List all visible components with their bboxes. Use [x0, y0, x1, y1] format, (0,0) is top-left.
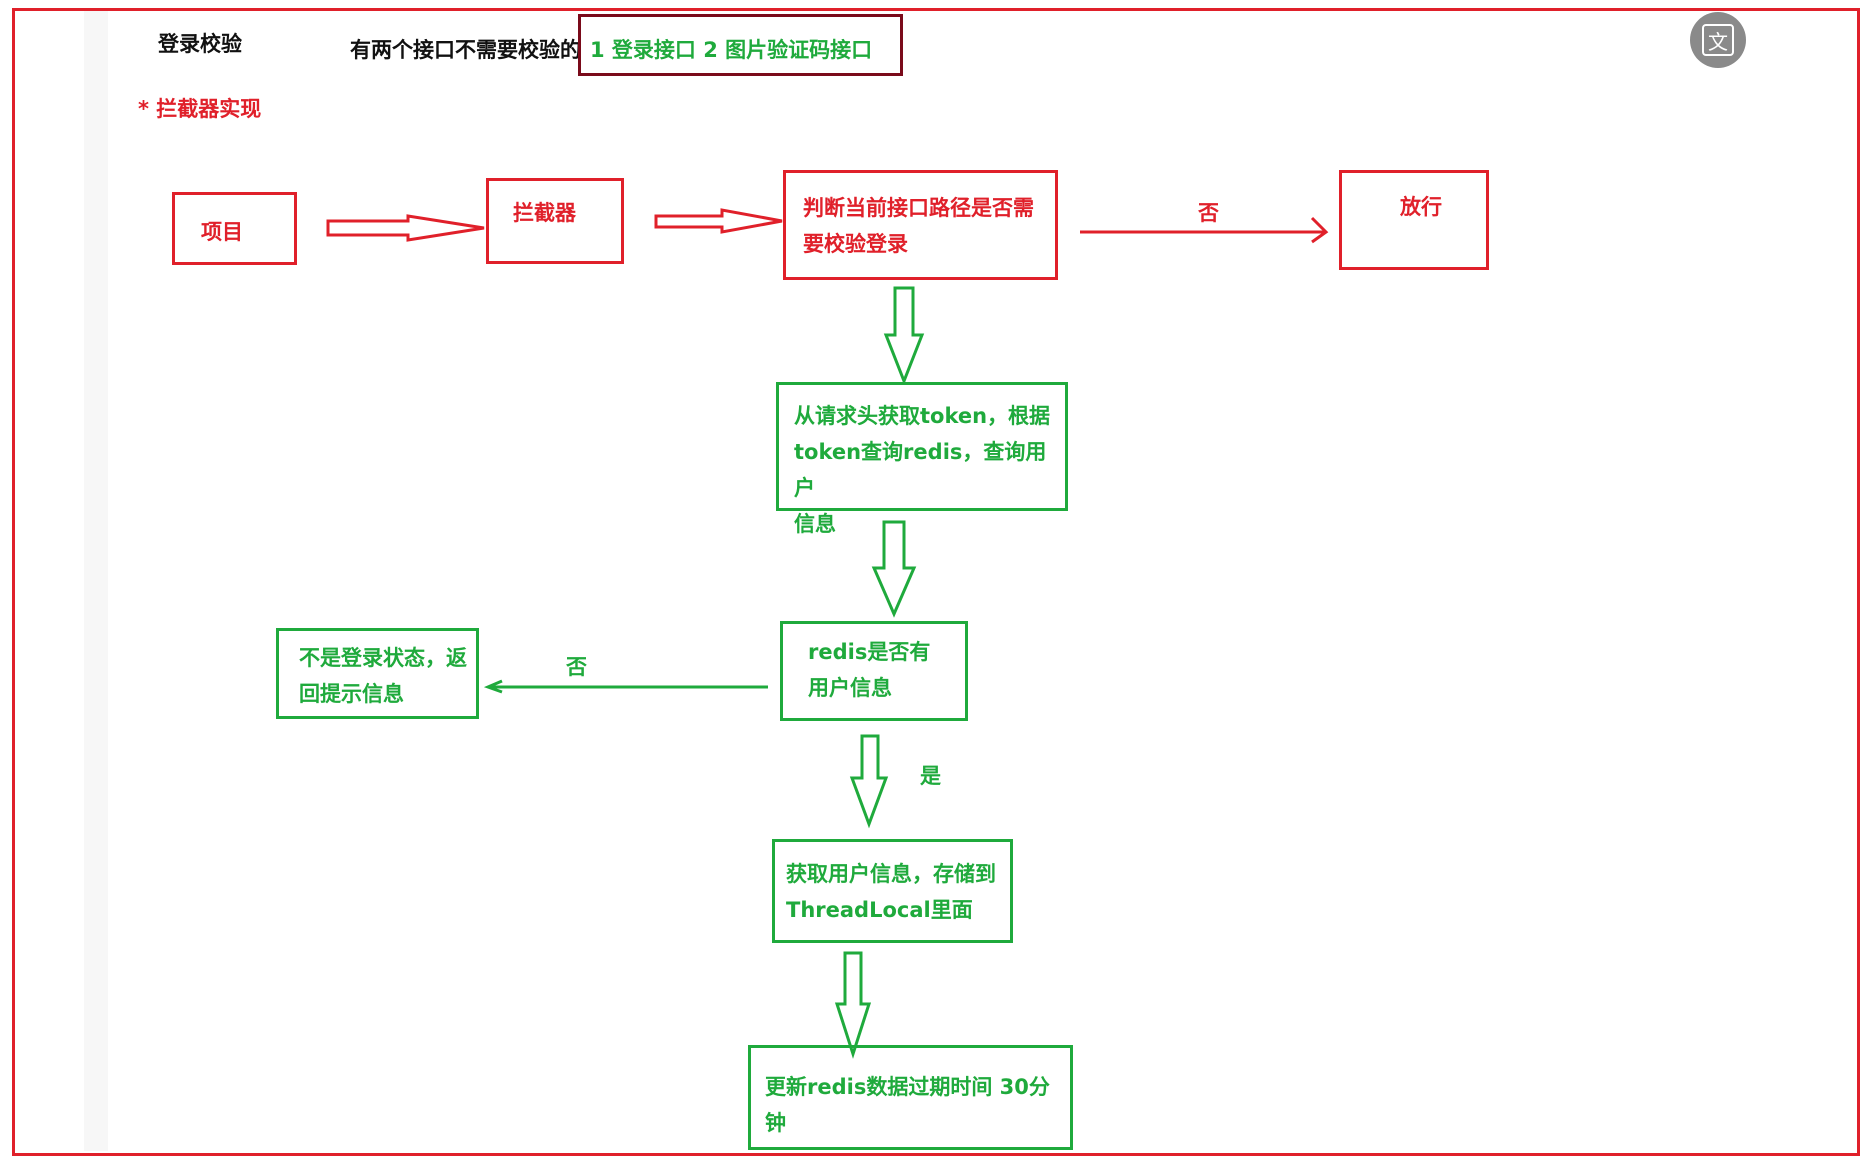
node-store-user-label: 获取用户信息，存储到 ThreadLocal里面 [786, 862, 996, 922]
node-refresh-expire-label: 更新redis数据过期时间 30分钟 [765, 1075, 1050, 1135]
node-judge-path: 判断当前接口路径是否需 要校验登录 [783, 170, 1058, 280]
node-get-token-label: 从请求头获取token，根据 token查询redis，查询用户 信息 [794, 404, 1051, 536]
node-store-user: 获取用户信息，存储到 ThreadLocal里面 [772, 839, 1013, 943]
node-interceptor-label: 拦截器 [513, 201, 576, 225]
node-redis-has-user-label: redis是否有 用户信息 [808, 640, 931, 700]
outer-frame [12, 8, 1860, 1156]
node-not-logged-in-label: 不是登录状态，返 回提示信息 [299, 646, 467, 706]
arrow-interceptor-to-judge [654, 208, 783, 234]
arrow-token-to-redis [871, 520, 917, 618]
node-get-token: 从请求头获取token，根据 token查询redis，查询用户 信息 [776, 382, 1068, 536]
arrow-redis-to-store [849, 734, 889, 829]
node-interceptor: 拦截器 [486, 178, 624, 264]
node-project: 项目 [172, 192, 297, 265]
translate-icon: 文 [1702, 24, 1734, 56]
arrow-project-to-interceptor [326, 214, 485, 242]
implementation-note: * 拦截器实现 [138, 97, 262, 121]
node-refresh-expire: 更新redis数据过期时间 30分钟 [748, 1045, 1073, 1150]
edge-label-redis-no: 否 [566, 655, 587, 679]
node-redis-has-user: redis是否有 用户信息 [780, 621, 968, 721]
page-title: 登录校验 [158, 32, 242, 56]
exempt-interfaces-box [578, 14, 903, 76]
arrow-judge-to-token [883, 286, 925, 386]
translate-button[interactable]: 文 [1690, 12, 1746, 68]
edge-label-redis-yes: 是 [920, 764, 941, 788]
node-pass: 放行 [1339, 170, 1489, 270]
exempt-interfaces-text: 1 登录接口 2 图片验证码接口 [590, 38, 873, 62]
edge-label-judge-no: 否 [1198, 201, 1219, 225]
node-project-label: 项目 [201, 220, 243, 244]
arrow-store-to-expire [834, 951, 872, 1059]
node-pass-label: 放行 [1400, 195, 1442, 219]
arrowhead-judge-to-pass [1310, 216, 1329, 244]
node-judge-path-label: 判断当前接口路径是否需 要校验登录 [803, 196, 1034, 256]
exempt-intro-text: 有两个接口不需要校验的 [350, 38, 581, 62]
node-not-logged-in: 不是登录状态，返 回提示信息 [276, 628, 479, 719]
arrowhead-redis-to-notlogin [483, 679, 503, 694]
